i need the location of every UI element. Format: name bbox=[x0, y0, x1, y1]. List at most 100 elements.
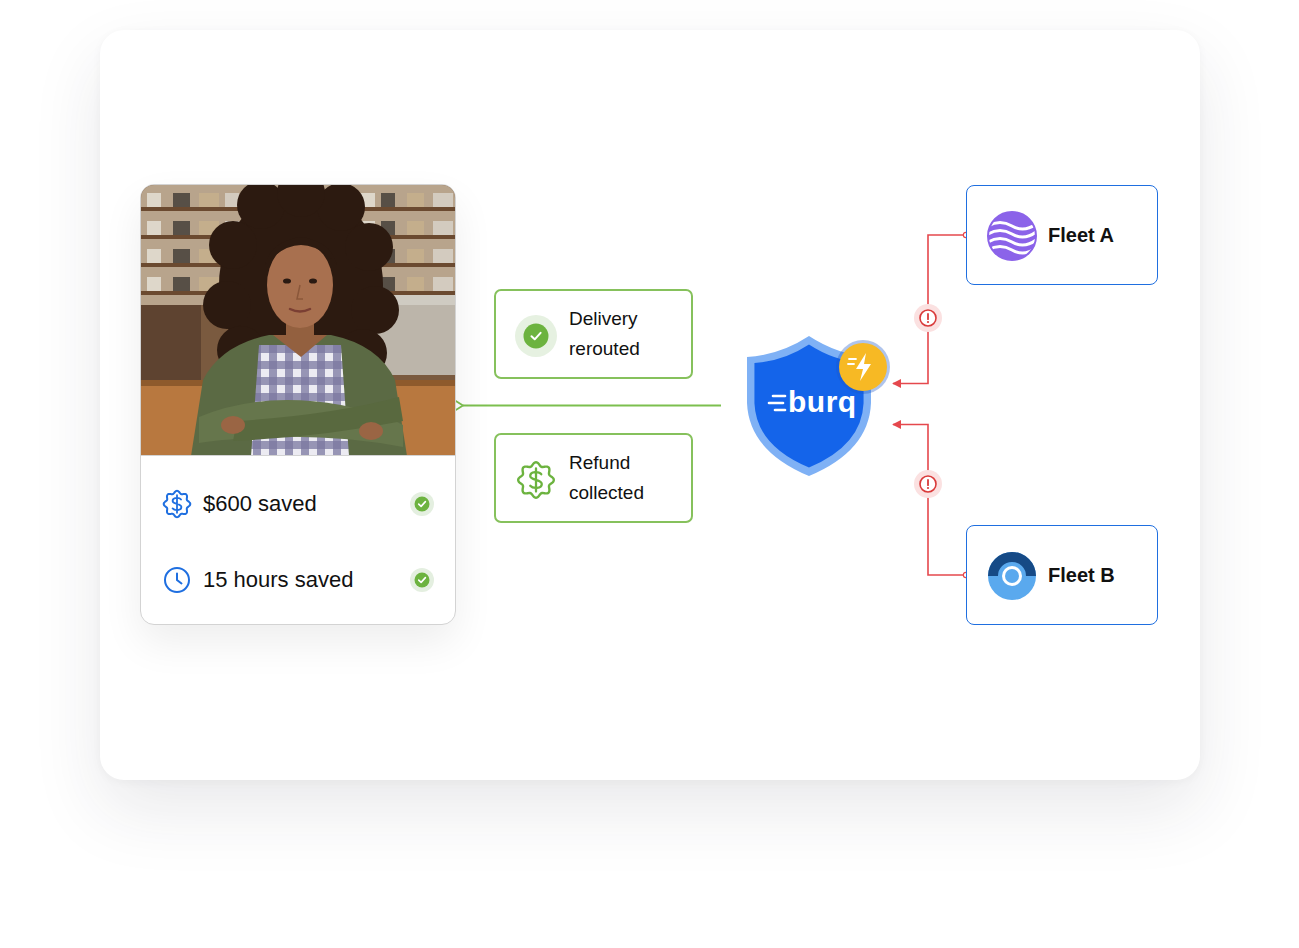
graphic-part bbox=[433, 221, 453, 235]
cafe-photo bbox=[141, 184, 456, 456]
graphic-part bbox=[988, 223, 1036, 230]
card-graphic bbox=[141, 185, 456, 625]
graphic-part bbox=[769, 402, 783, 405]
graphic-part bbox=[199, 193, 219, 207]
graphic-part bbox=[407, 249, 424, 263]
graphic-part bbox=[277, 184, 325, 217]
graphic-part bbox=[173, 277, 190, 291]
graphic-part bbox=[848, 359, 856, 364]
metric-icon bbox=[165, 568, 189, 592]
result-arrow bbox=[463, 405, 721, 407]
graphic-part bbox=[775, 409, 785, 412]
fleet-logo bbox=[988, 212, 1036, 260]
graphic-part bbox=[407, 193, 424, 207]
graphic-part bbox=[988, 231, 1036, 238]
graphic-part bbox=[164, 491, 191, 518]
graphic-part bbox=[927, 480, 929, 485]
graphic-part bbox=[273, 335, 327, 357]
metric-icon bbox=[164, 491, 191, 518]
graphic-part bbox=[165, 568, 189, 592]
alert-icon bbox=[914, 470, 942, 498]
graphic-part bbox=[433, 277, 453, 291]
fleet-name: Fleet B bbox=[1048, 562, 1115, 588]
graphic-part bbox=[532, 333, 541, 340]
graphic-part bbox=[415, 497, 430, 512]
graphic-part bbox=[290, 309, 310, 312]
graphic-part bbox=[173, 495, 182, 513]
graphic-part bbox=[988, 212, 1036, 260]
graphic-part bbox=[267, 242, 333, 328]
graphic-part bbox=[927, 487, 929, 489]
graphic-part bbox=[1005, 569, 1019, 583]
check-mark bbox=[410, 568, 434, 592]
graphic-part bbox=[410, 492, 434, 516]
graphic-part bbox=[359, 422, 383, 440]
graphic-part bbox=[141, 305, 201, 380]
graphic-part bbox=[309, 278, 317, 283]
graphic-part bbox=[173, 221, 190, 235]
issue-connector bbox=[893, 425, 966, 576]
graphic-part bbox=[419, 502, 426, 507]
fleet-box: Fleet A bbox=[966, 185, 1158, 285]
status-graphic bbox=[496, 435, 695, 525]
graphic-part bbox=[351, 286, 399, 334]
fleet-name: Fleet A bbox=[1048, 222, 1114, 248]
graphic-part bbox=[914, 304, 942, 332]
card-box: $600 saved 15 hours saved bbox=[140, 184, 456, 625]
graphic-part bbox=[988, 212, 1036, 260]
fleet-logo bbox=[988, 552, 1036, 600]
issue-connector bbox=[893, 235, 966, 384]
status-icon bbox=[515, 315, 557, 357]
graphic-part bbox=[518, 462, 554, 498]
graphic-part bbox=[920, 476, 936, 492]
graphic-part bbox=[988, 239, 1036, 246]
graphic-part bbox=[141, 185, 456, 456]
graphic-part bbox=[988, 552, 1036, 600]
check-mark bbox=[410, 492, 434, 516]
graphic-part bbox=[147, 249, 161, 263]
graphic-part bbox=[856, 353, 871, 381]
graphic-part bbox=[191, 335, 407, 456]
graphic-part bbox=[297, 285, 303, 299]
graphic-part bbox=[173, 249, 190, 263]
graphic-part bbox=[927, 321, 929, 323]
graphic-part bbox=[515, 315, 557, 357]
graphic-part bbox=[920, 310, 936, 326]
shield-box: burq bbox=[743, 333, 893, 478]
graphic-part bbox=[419, 578, 426, 583]
graphic-part bbox=[524, 324, 549, 349]
graphic-part bbox=[839, 343, 887, 391]
graphic-part bbox=[773, 395, 785, 398]
graphic-part bbox=[233, 397, 403, 441]
graphic-part bbox=[203, 281, 251, 329]
graphic-part bbox=[225, 193, 239, 207]
status-graphic bbox=[496, 291, 695, 381]
status-text: Delivery rerouted bbox=[569, 304, 679, 364]
graphic-part bbox=[914, 470, 942, 498]
graphic-part bbox=[209, 221, 257, 269]
graphic-part bbox=[381, 193, 395, 207]
graphic-part bbox=[433, 249, 453, 263]
graphic-part bbox=[433, 193, 453, 207]
graphic-part bbox=[221, 416, 245, 434]
speed-lines bbox=[769, 396, 785, 410]
graphic-part bbox=[530, 468, 542, 491]
graphic-part bbox=[345, 223, 393, 271]
graphic-part bbox=[147, 221, 161, 235]
graphic-part bbox=[407, 221, 424, 235]
logo-text: burq bbox=[788, 385, 857, 419]
graphic-part bbox=[147, 193, 161, 207]
graphic-part bbox=[1002, 566, 1022, 586]
status-icon bbox=[518, 462, 554, 498]
status-box: Refund collected bbox=[494, 433, 693, 523]
status-text: Refund collected bbox=[569, 448, 679, 508]
graphic-part bbox=[147, 277, 161, 291]
graphic-part bbox=[407, 277, 424, 291]
metric-text: 15 hours saved bbox=[203, 565, 353, 595]
graphic-part bbox=[927, 314, 929, 319]
graphic-part bbox=[141, 455, 456, 456]
graphic-part bbox=[265, 237, 337, 265]
graphic-part bbox=[177, 574, 182, 584]
metric-text: $600 saved bbox=[203, 489, 317, 519]
